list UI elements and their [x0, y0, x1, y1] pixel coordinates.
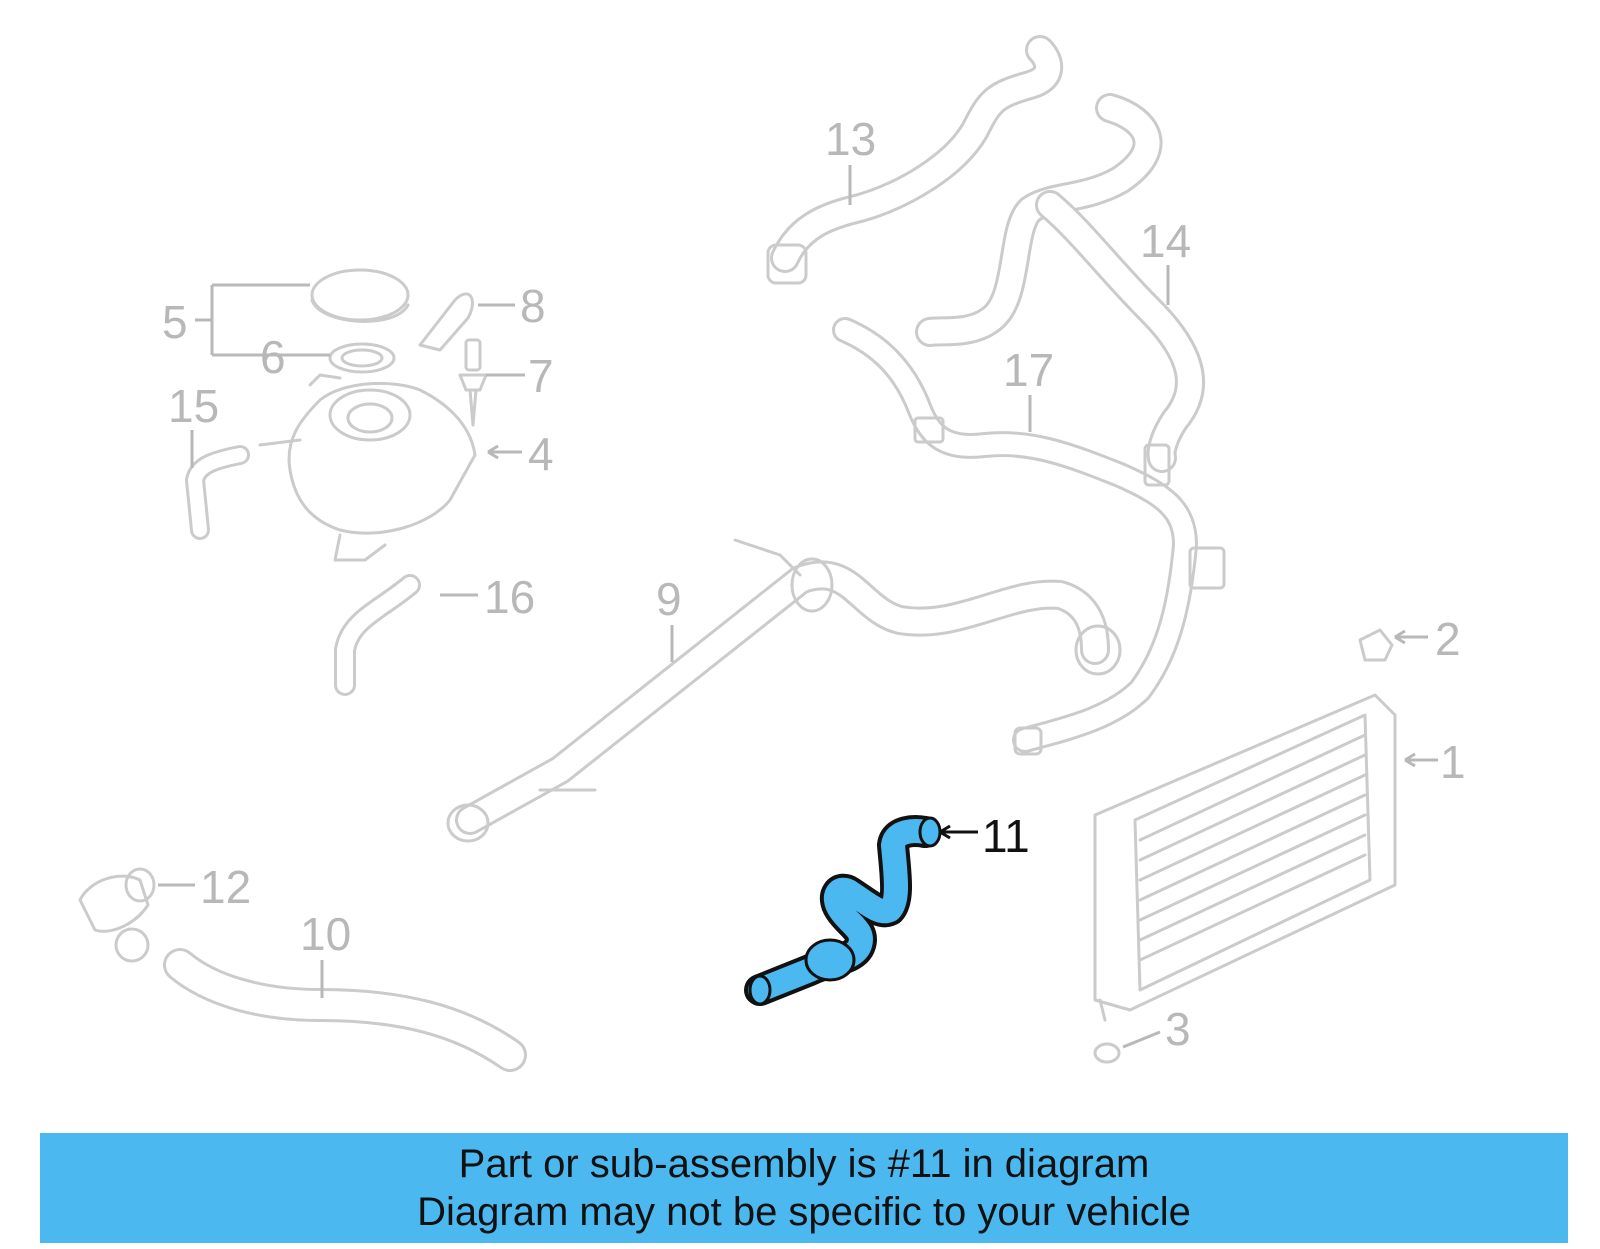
callout-10: 10 — [300, 908, 351, 960]
part-2-clip — [1358, 628, 1394, 662]
part-16-hose — [334, 574, 421, 696]
callout-17: 17 — [1003, 344, 1054, 396]
part-14-hose — [915, 93, 1205, 473]
leader-lines — [158, 165, 1438, 1049]
part-1-radiator — [1093, 693, 1397, 1022]
callout-9: 9 — [656, 573, 682, 625]
part-17-pipe — [832, 317, 1226, 756]
radiator-fins — [1138, 733, 1367, 962]
banner-line-part: Part or sub-assembly is #11 in diagram — [458, 1142, 1150, 1186]
callout-1: 1 — [1440, 736, 1466, 788]
part-6-seal — [328, 342, 396, 374]
part-12-connector — [78, 867, 156, 963]
callout-11: 11 — [982, 810, 1030, 862]
callout-labels: 1 2 3 4 5 6 7 8 9 10 11 12 13 14 15 16 1… — [162, 113, 1466, 1055]
part-8-bracket — [418, 292, 474, 352]
part-9-pipe — [446, 538, 1122, 843]
callout-4: 4 — [528, 428, 554, 480]
part-11-hose-highlighted[interactable] — [744, 815, 942, 1006]
callout-3: 3 — [1165, 1003, 1191, 1055]
callout-8: 8 — [520, 280, 546, 332]
callout-13: 13 — [825, 113, 876, 165]
callout-12: 12 — [200, 861, 251, 913]
callout-14: 14 — [1140, 215, 1191, 267]
part-15-hose — [185, 445, 250, 540]
part-4-reservoir — [258, 373, 477, 562]
part-5-cap — [310, 268, 410, 323]
callout-7: 7 — [528, 350, 554, 402]
info-banner: Part or sub-assembly is #11 in diagram D… — [40, 1133, 1568, 1243]
part-7-bolt — [458, 338, 488, 427]
callout-2: 2 — [1435, 613, 1461, 665]
callout-5: 5 — [162, 296, 188, 348]
part-13-hose — [766, 35, 1064, 285]
callout-16: 16 — [484, 571, 535, 623]
callout-6: 6 — [260, 331, 286, 383]
part-10-hose — [163, 948, 527, 1072]
part-3-nut — [1093, 1042, 1121, 1064]
banner-line-disclaimer: Diagram may not be specific to your vehi… — [417, 1190, 1191, 1234]
callout-15: 15 — [168, 380, 219, 432]
